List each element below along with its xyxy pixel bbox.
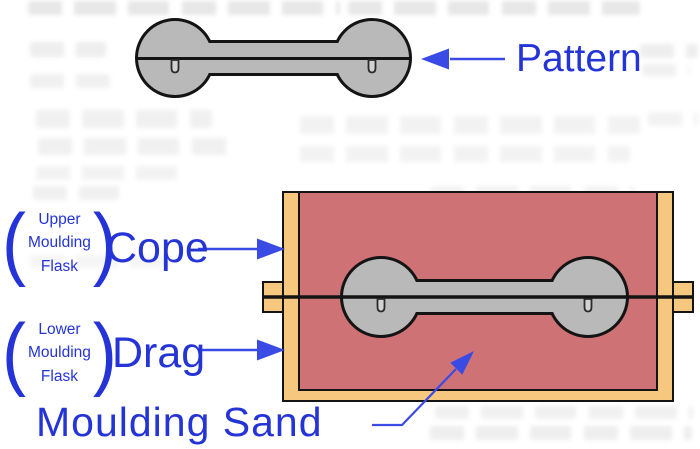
background-ghost-text	[38, 138, 228, 155]
annotation-arrows	[198, 48, 505, 427]
background-ghost-text	[33, 186, 119, 200]
upper-flask-line-2: Moulding	[27, 234, 91, 252]
background-ghost-text	[30, 74, 110, 88]
lower-flask-line-1: Lower	[38, 321, 81, 339]
cope-arrow	[198, 238, 285, 260]
upper-flask-note: ( Upper Moulding Flask )	[2, 198, 117, 288]
open-paren: (	[2, 198, 26, 288]
pattern-arrow	[421, 48, 505, 70]
background-ghost-text	[648, 112, 698, 126]
background-ghost-text	[642, 64, 690, 76]
moulding-sand-arrow	[372, 351, 474, 427]
background-ghost-text	[435, 406, 693, 419]
lower-flask-note: ( Lower Moulding Flask )	[2, 308, 117, 398]
background-ghost-text	[640, 44, 698, 58]
moulding-flask	[262, 191, 694, 402]
cope-label: Cope	[106, 224, 209, 272]
pattern-label: Pattern	[516, 37, 642, 80]
upper-flask-line-3: Flask	[40, 257, 78, 275]
drag-label: Drag	[112, 329, 206, 377]
lower-flask-line-3: Flask	[40, 367, 78, 385]
background-ghost-text	[300, 146, 630, 162]
pattern-shape	[135, 18, 412, 98]
drag-arrow	[198, 339, 285, 361]
close-paren: )	[92, 308, 117, 398]
close-paren: )	[92, 198, 117, 288]
background-ghost-text	[300, 116, 640, 134]
open-paren: (	[2, 308, 26, 398]
background-ghost-text	[28, 1, 340, 15]
moulding-sand-label: Moulding Sand	[36, 399, 323, 445]
background-ghost-text	[36, 110, 212, 128]
upper-flask-line-1: Upper	[38, 211, 81, 229]
flask-frame	[282, 191, 674, 402]
pattern-pin	[367, 59, 377, 74]
embedded-pattern-pin	[376, 298, 386, 313]
pattern-pin	[170, 59, 180, 74]
background-ghost-text	[348, 1, 640, 15]
background-ghost-text	[30, 42, 106, 57]
background-ghost-text	[30, 255, 180, 268]
background-ghost-text	[36, 166, 186, 180]
lower-flask-line-2: Moulding	[27, 344, 91, 362]
embedded-pattern-pin	[583, 298, 593, 313]
background-ghost-text	[430, 426, 692, 440]
